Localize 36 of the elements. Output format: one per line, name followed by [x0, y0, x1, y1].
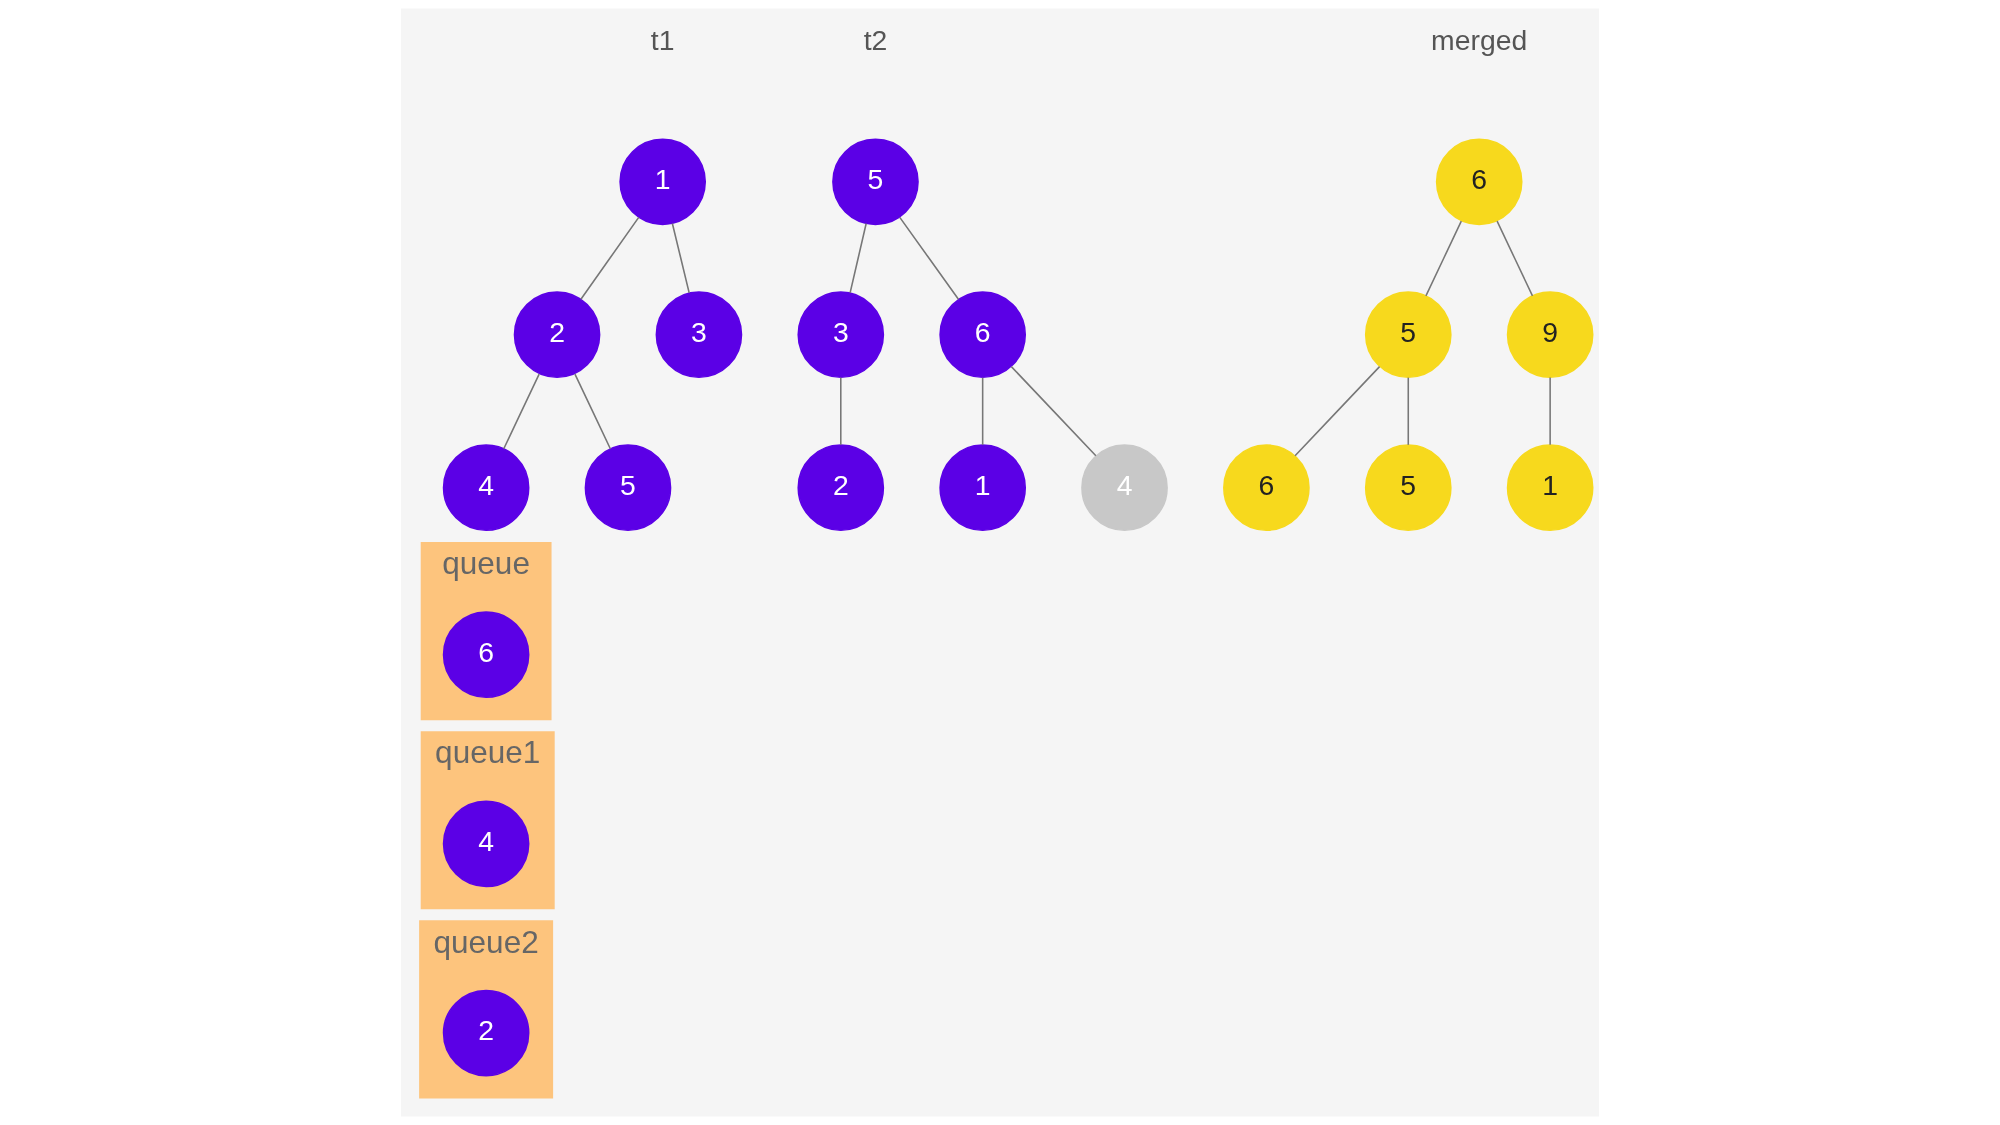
- connector: [1549, 376, 1551, 446]
- connector: [574, 373, 612, 450]
- node-circle: 2: [797, 444, 885, 531]
- label: t1: [650, 24, 675, 57]
- label: merged: [1431, 24, 1528, 57]
- connector: [503, 373, 540, 450]
- node-circle: 6: [1435, 138, 1523, 226]
- node-circle: 5: [832, 138, 919, 226]
- connector: [671, 222, 690, 294]
- node-circle: 3: [655, 291, 743, 379]
- connector: [849, 222, 867, 294]
- connector: [1010, 365, 1097, 457]
- node-circle: 9: [1506, 291, 1594, 379]
- node-circle: 6: [442, 611, 530, 699]
- connector: [981, 376, 984, 446]
- node-circle: 6: [939, 291, 1026, 379]
- connector: [580, 216, 640, 301]
- node-circle: 5: [1364, 291, 1452, 379]
- node-circle: 2: [442, 989, 530, 1077]
- label: t2: [863, 24, 888, 57]
- connector: [1496, 220, 1534, 297]
- node-circle: 1: [939, 444, 1026, 531]
- node-circle: 5: [584, 444, 672, 531]
- connector: [899, 216, 960, 301]
- node-circle: 2: [513, 291, 601, 379]
- node-circle: 3: [797, 291, 885, 379]
- connector: [1407, 376, 1410, 446]
- node-circle: 4: [442, 444, 530, 531]
- connector: [1425, 220, 1463, 297]
- node-circle: 6: [1223, 444, 1310, 531]
- node-circle: 1: [619, 138, 706, 226]
- connector: [1294, 365, 1381, 457]
- node-circle: 1: [1506, 444, 1594, 531]
- node-circle: 4: [442, 800, 530, 888]
- node-circle: 5: [1364, 444, 1452, 531]
- connector: [840, 376, 842, 446]
